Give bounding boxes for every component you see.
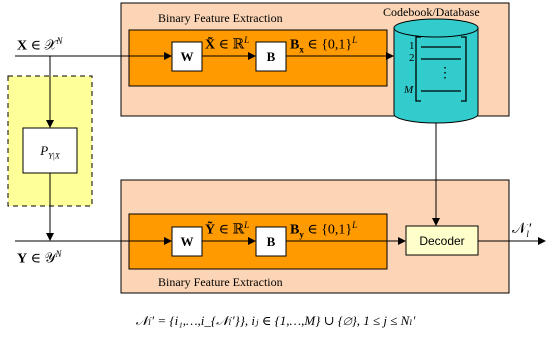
formula: 𝒩ₗ′ = {i₁,…,i_{𝒩ₗ′}}, iⱼ ∈ {1,…,M} ∪ {∅}…	[135, 313, 416, 328]
codebook-row-2: 2	[409, 52, 415, 64]
codebook-row-1: 1	[409, 40, 415, 52]
y-tilde-label: Ỹ ∈ ℝL	[205, 221, 249, 238]
channel-sub: Y|X	[48, 151, 60, 161]
channel-p-box	[22, 127, 78, 174]
channel-label: PY|X	[23, 144, 77, 161]
bx-label: Bx ∈ {0,1}L	[290, 36, 357, 54]
by-sup: L	[352, 220, 358, 230]
channel-p: P	[40, 143, 49, 158]
output-label: 𝒩l′	[512, 222, 532, 239]
y-symbol: Y	[17, 251, 28, 267]
x-input-label: X ∈ 𝒳N	[17, 37, 63, 54]
x-tilde-label: X̃ ∈ ℝL	[205, 36, 249, 53]
codebook-row-m: M	[404, 85, 413, 96]
output-prime: ′	[528, 221, 533, 237]
y-sup: N	[55, 249, 62, 259]
w-label-bottom: W	[180, 234, 194, 249]
bx-sub: x	[299, 44, 304, 55]
w-label-top: W	[180, 49, 194, 64]
output-n: 𝒩	[512, 221, 527, 237]
by-symbol: B	[290, 222, 300, 238]
output-sub: l	[526, 229, 529, 239]
x-set: ∈ 𝒳	[27, 38, 57, 54]
y-tilde-symbol: Ỹ	[205, 222, 216, 238]
bx-set: ∈ {0,1}	[303, 37, 353, 53]
codebook-title: Codebook/Database	[383, 5, 480, 19]
x-tilde-symbol: X̃	[205, 37, 216, 53]
bx-symbol: B	[290, 37, 300, 53]
by-set: ∈ {0,1}	[303, 222, 353, 238]
y-set: ∈ 𝒴	[27, 251, 56, 267]
bx-sup: L	[352, 35, 358, 45]
by-sub: y	[299, 229, 304, 240]
by-label: By ∈ {0,1}L	[290, 221, 357, 239]
y-input-label: Y ∈ 𝒴N	[17, 250, 61, 267]
codebook-row-m-text: M	[404, 84, 414, 96]
w-box-top	[171, 41, 203, 72]
codebook-cylinder	[393, 18, 479, 124]
x-sup: N	[56, 36, 63, 46]
codebook-dots: ⋮	[438, 66, 452, 81]
x-tilde-set: ∈ ℝ	[215, 37, 245, 53]
b-label-top: B	[266, 49, 276, 64]
x-tilde-sup: L	[244, 35, 250, 45]
decoder-label: Decoder	[419, 234, 465, 248]
bottom-block-title: Binary Feature Extraction	[158, 275, 283, 289]
decoder-box	[405, 225, 479, 256]
b-label-bottom: B	[266, 234, 276, 249]
x-symbol: X	[17, 38, 28, 54]
y-tilde-sup: L	[244, 220, 250, 230]
top-block-title: Binary Feature Extraction	[158, 11, 283, 25]
y-tilde-set: ∈ ℝ	[215, 222, 245, 238]
